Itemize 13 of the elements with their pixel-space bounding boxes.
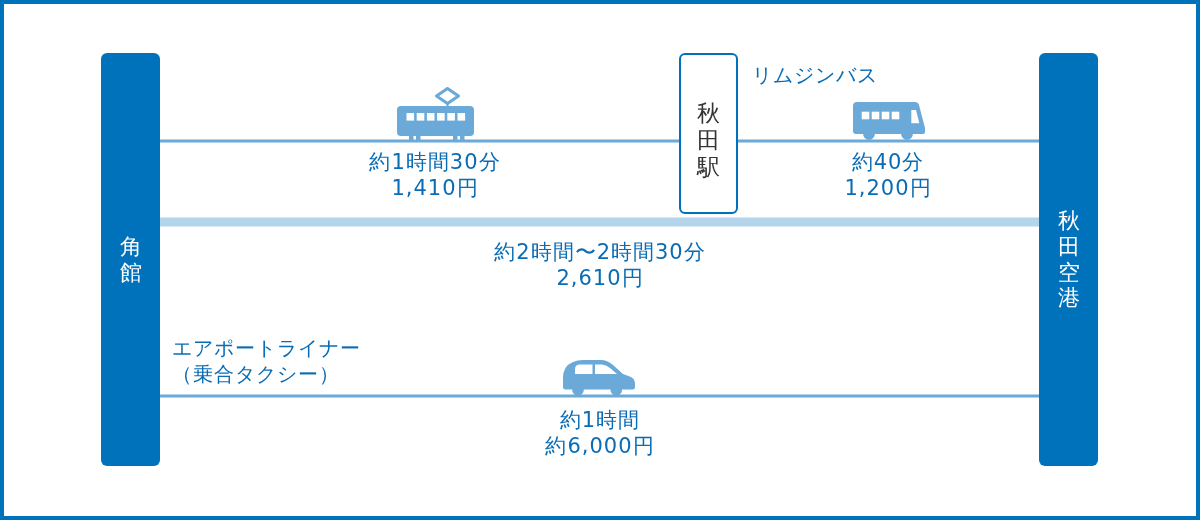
route-line [160, 217, 1039, 227]
edge-label: 約1時間約6,000円 [545, 407, 655, 459]
route-name: リムジンバス [752, 62, 878, 88]
route-line [160, 139, 679, 143]
edge-label: 約2時間〜2時間30分2,610円 [494, 239, 706, 291]
edge-label: 約1時間30分1,410円 [369, 149, 501, 201]
route-name: エアポートライナー（乗合タクシー） [172, 335, 361, 387]
location-bar: 角館 [101, 53, 160, 466]
edge-label: 約40分1,200円 [844, 149, 932, 201]
route-line [160, 394, 1039, 398]
station-box: 秋田駅 [679, 53, 738, 214]
location-bar: 秋田空港 [1039, 53, 1098, 466]
route-line [738, 139, 1039, 143]
